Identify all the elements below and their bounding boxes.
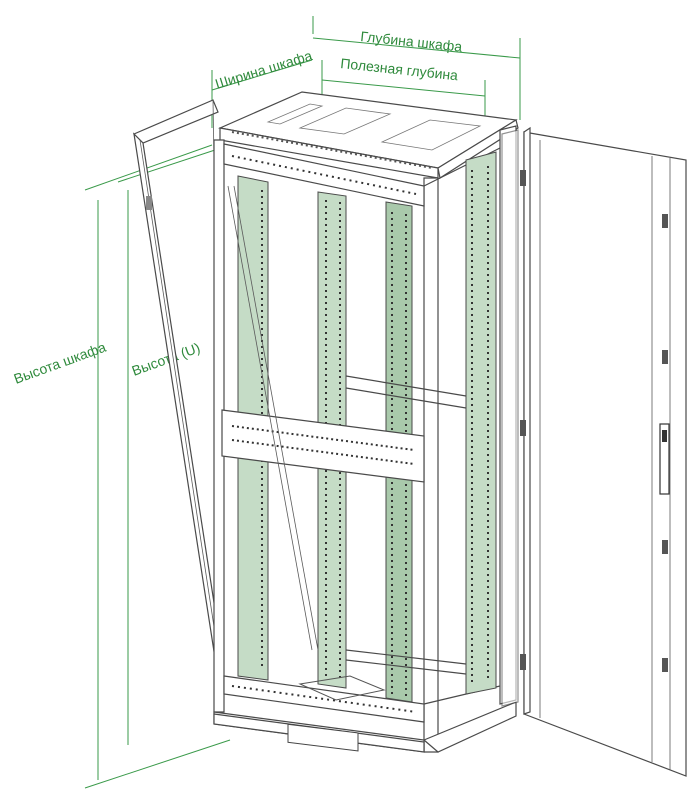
cabinet-roof	[217, 91, 519, 179]
door-lock-icon	[662, 214, 668, 228]
hinge-icon	[520, 420, 526, 436]
hinge-icon	[520, 170, 526, 186]
cabinet-door	[520, 126, 687, 777]
dimension-lines	[84, 16, 521, 789]
width-cabinet-line	[211, 59, 313, 91]
height-cabinet-top-ext	[84, 144, 213, 191]
height-cabinet-bottom-ext	[84, 739, 231, 789]
panel-latch-icon	[146, 196, 152, 210]
label-width-cabinet: Ширина шкафа	[213, 47, 314, 92]
useful-depth-line	[321, 79, 486, 97]
depth-cabinet-line	[312, 37, 521, 59]
label-height-units: Высота (U)	[130, 339, 203, 378]
label-depth-cabinet: Глубина шкафа	[360, 28, 463, 55]
door-handle-icon	[659, 423, 670, 495]
hinge-icon	[520, 654, 526, 670]
rail-rear-right	[465, 151, 497, 695]
height-u-top-ext	[117, 149, 216, 183]
side-panel-left	[132, 99, 223, 660]
label-height-cabinet: Высота шкафа	[12, 339, 109, 387]
cross-bar	[221, 375, 467, 675]
label-useful-depth: Полезная глубина	[340, 55, 459, 83]
